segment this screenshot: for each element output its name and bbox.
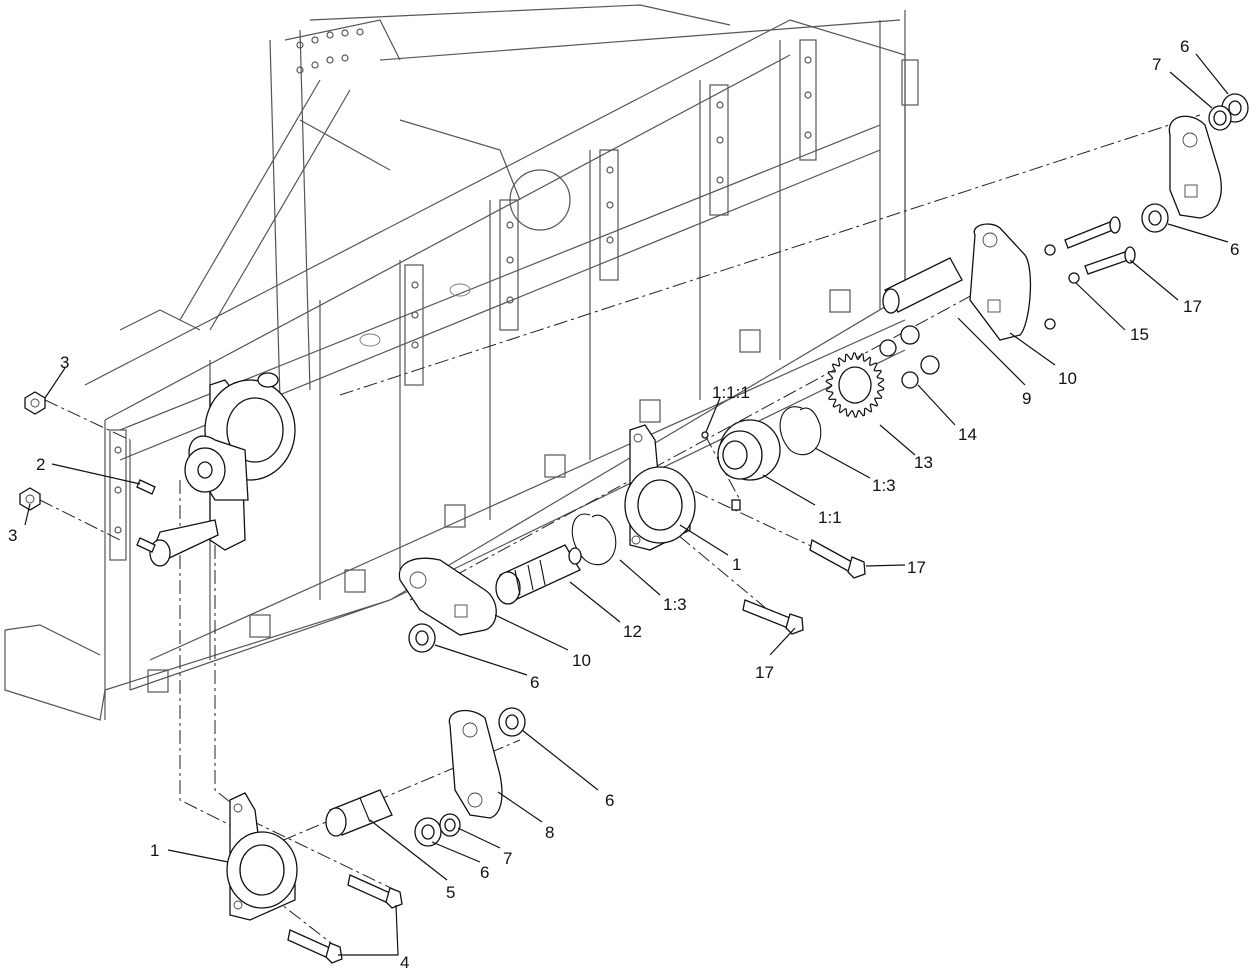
- callout-15: 17: [1183, 297, 1202, 316]
- bolt-15-washer-14: [1044, 216, 1136, 330]
- upper-bearing-assembly: [149, 372, 296, 567]
- bearing-block-1-center: [624, 424, 696, 551]
- callout-6-right: 6: [1230, 240, 1239, 259]
- callout-1-1-1: 1:1:1: [712, 383, 750, 402]
- callout-6-lower-plate: 6: [605, 791, 614, 810]
- spacer-13: [879, 325, 940, 389]
- nut-3: [19, 391, 46, 511]
- callout-1-lower: 1: [150, 841, 159, 860]
- callout-1-1: 1:1: [818, 508, 842, 527]
- sprocket-12: [825, 352, 885, 418]
- callout-9: 9: [1022, 389, 1031, 408]
- callout-11: 12: [623, 622, 642, 641]
- bolt-4: [287, 874, 403, 964]
- callout-5: 5: [446, 883, 455, 902]
- callout-2: 2: [36, 455, 45, 474]
- nut-6-lower: [408, 623, 436, 653]
- plate-10-lower: [398, 557, 497, 636]
- callout-8: 8: [545, 823, 554, 842]
- callout-7-lower: 7: [503, 849, 512, 868]
- bearing-block-1-lower: [226, 792, 298, 921]
- callout-13: 14: [958, 425, 977, 444]
- callout-6-lower: 6: [530, 673, 539, 692]
- callout-17-right: 17: [907, 558, 926, 577]
- callout-3-upper: 3: [60, 353, 69, 372]
- snap-ring-1-3: [571, 406, 822, 566]
- plate-8: [448, 709, 503, 819]
- callout-1-3-upper: 1:3: [872, 476, 896, 495]
- callout-6-top: 6: [1180, 37, 1189, 56]
- pin-2: [136, 479, 156, 553]
- callout-12: 13: [914, 453, 933, 472]
- callout-10-upper: 10: [1058, 369, 1077, 388]
- callout-1-center: 1: [732, 555, 741, 574]
- callout-17-lower: 17: [755, 663, 774, 682]
- nut-6-lower-assembly: [414, 707, 526, 847]
- bearing-insert-1-1: [701, 419, 781, 511]
- callout-3-lower: 3: [8, 526, 17, 545]
- callout-4: 4: [400, 953, 409, 972]
- leader-lines: [24, 53, 1229, 956]
- callout-1-3-lower: 1:3: [663, 595, 687, 614]
- callout-labels: 3 2 3 1:1:1 1 1:1 1:3 13 14 9 10 15 17 6…: [8, 37, 1239, 972]
- end-plate-right: [1168, 115, 1222, 219]
- tube-9: [882, 257, 963, 314]
- shaft-11: [495, 544, 582, 605]
- callout-6-bottom: 6: [480, 863, 489, 882]
- bolt-17: [742, 539, 866, 635]
- shaft-5: [325, 789, 393, 837]
- callout-7-top: 7: [1152, 55, 1161, 74]
- callout-10-lower: 10: [572, 651, 591, 670]
- callout-14: 15: [1130, 325, 1149, 344]
- nut-6-right: [1141, 93, 1249, 233]
- plate-10-upper: [969, 223, 1032, 341]
